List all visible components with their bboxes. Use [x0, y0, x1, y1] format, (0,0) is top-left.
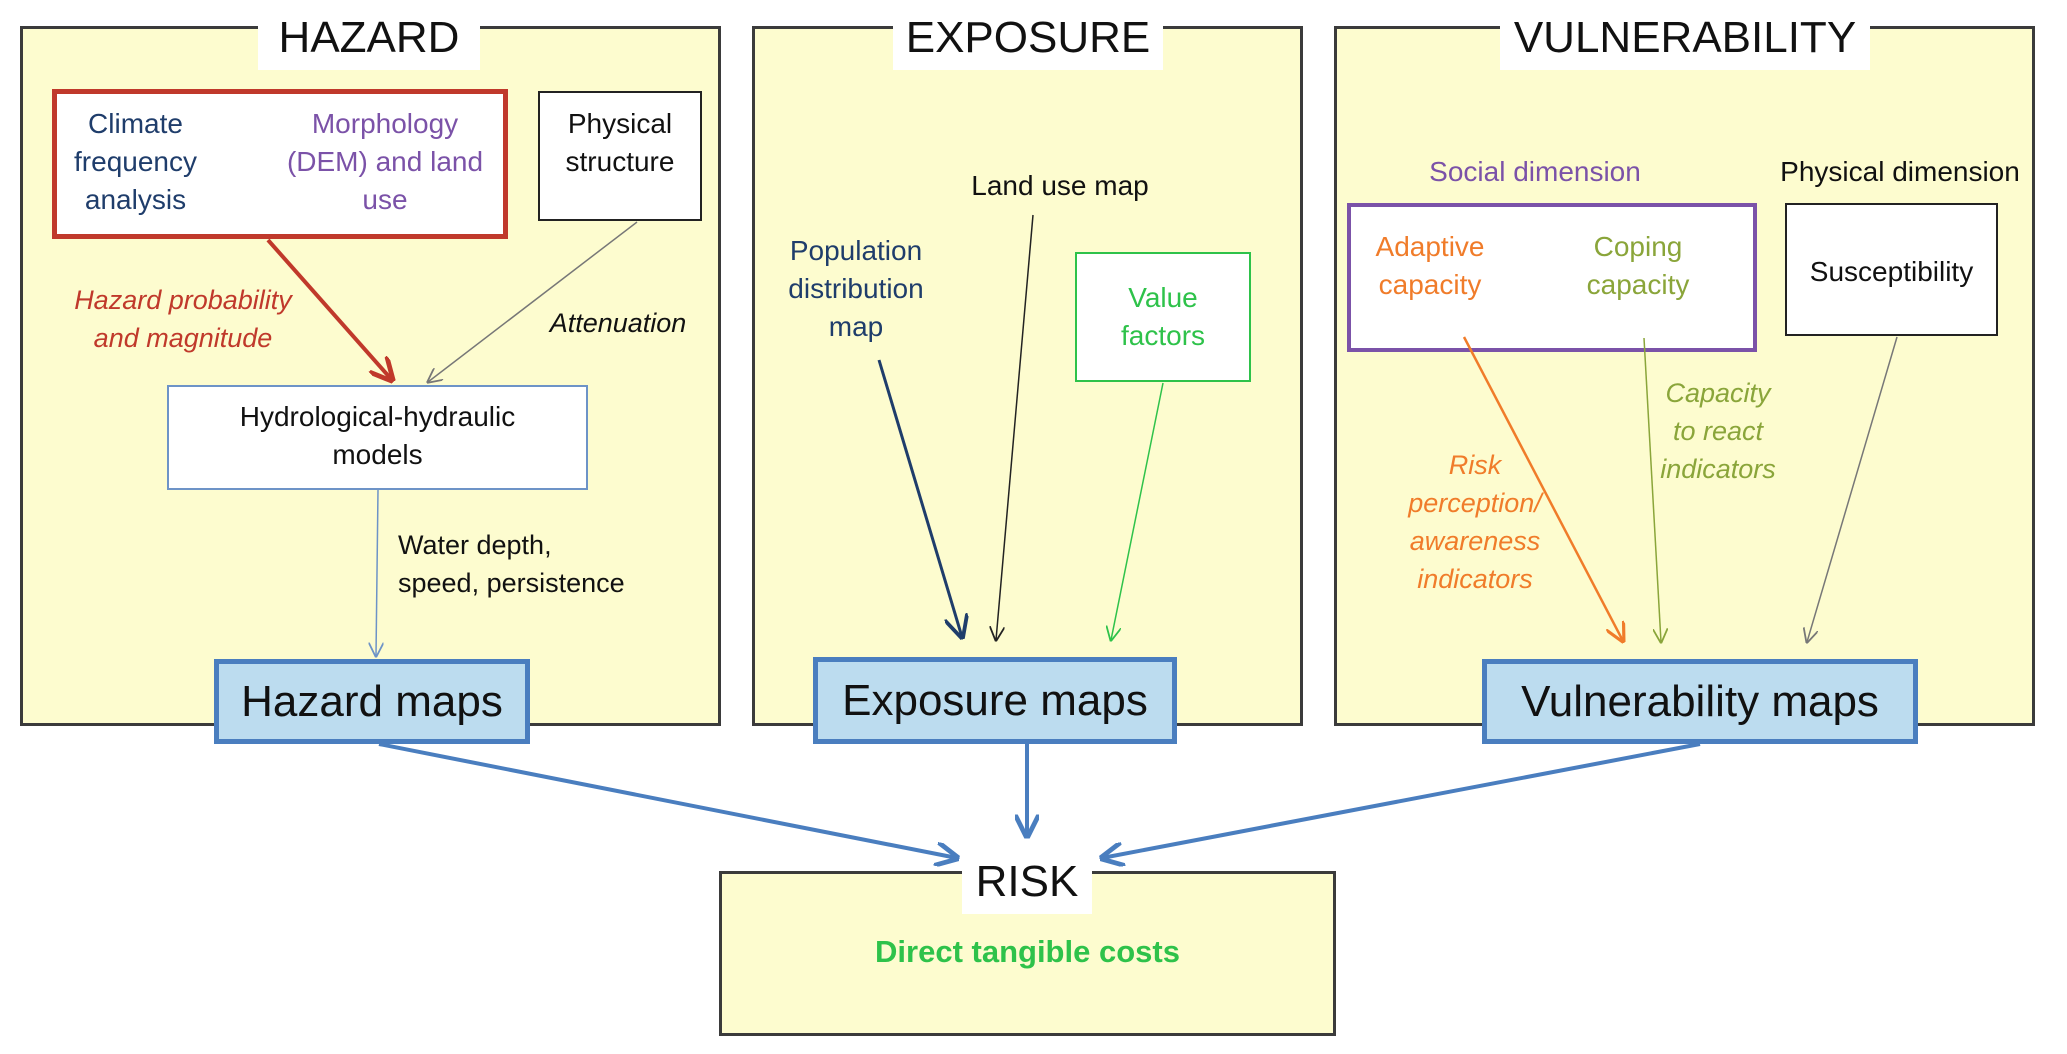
arrow-hazard-risk — [378, 742, 957, 858]
climate-frequency-label: Climate frequency analysis — [74, 108, 197, 215]
social-dimension-label: Social dimension — [1429, 156, 1641, 187]
hazard-title: HAZARD — [258, 6, 480, 70]
adaptive-capacity-label: Adaptive capacity — [1375, 231, 1485, 300]
physical-structure-label: Physical structure — [565, 108, 675, 177]
vulnerability-title: VULNERABILITY — [1500, 6, 1870, 70]
susceptibility-box — [1785, 203, 1998, 336]
population-distribution-label: Population distribution map — [788, 235, 924, 342]
land-use-map-label: Land use map — [971, 170, 1149, 201]
risk-perception-label: Risk perception/ awareness indicators — [1408, 450, 1542, 594]
climate-morphology-box — [52, 89, 508, 239]
hydraulic-models-box — [167, 385, 588, 490]
vulnerability-maps-box: Vulnerability maps — [1482, 659, 1918, 744]
exposure-maps-box: Exposure maps — [813, 657, 1177, 744]
morphology-label: Morphology (DEM) and land use — [286, 108, 484, 215]
direct-tangible-costs-label: Direct tangible costs — [875, 934, 1180, 969]
hazard-maps-box: Hazard maps — [214, 659, 530, 744]
water-depth-label: Water depth, speed, persistence — [398, 530, 625, 598]
coping-capacity-label: Coping capacity — [1586, 231, 1690, 300]
physical-dimension-label: Physical dimension — [1780, 156, 2020, 187]
susceptibility-label: Susceptibility — [1809, 256, 1974, 287]
capacity-to-react-label: Capacity to react indicators — [1660, 378, 1776, 484]
hazard-probability-label: Hazard probability and magnitude — [74, 285, 292, 353]
value-factors-label: Value factors — [1120, 282, 1206, 351]
hydraulic-models-label: Hydrological-hydraulic models — [239, 401, 516, 470]
physical-structure-box — [538, 91, 702, 221]
arrow-vulnerability-risk — [1102, 742, 1701, 858]
exposure-title: EXPOSURE — [893, 6, 1163, 70]
attenuation-label: Attenuation — [549, 308, 687, 338]
value-factors-box — [1075, 252, 1251, 382]
social-capacity-box — [1347, 203, 1757, 352]
risk-title: RISK — [962, 850, 1092, 914]
